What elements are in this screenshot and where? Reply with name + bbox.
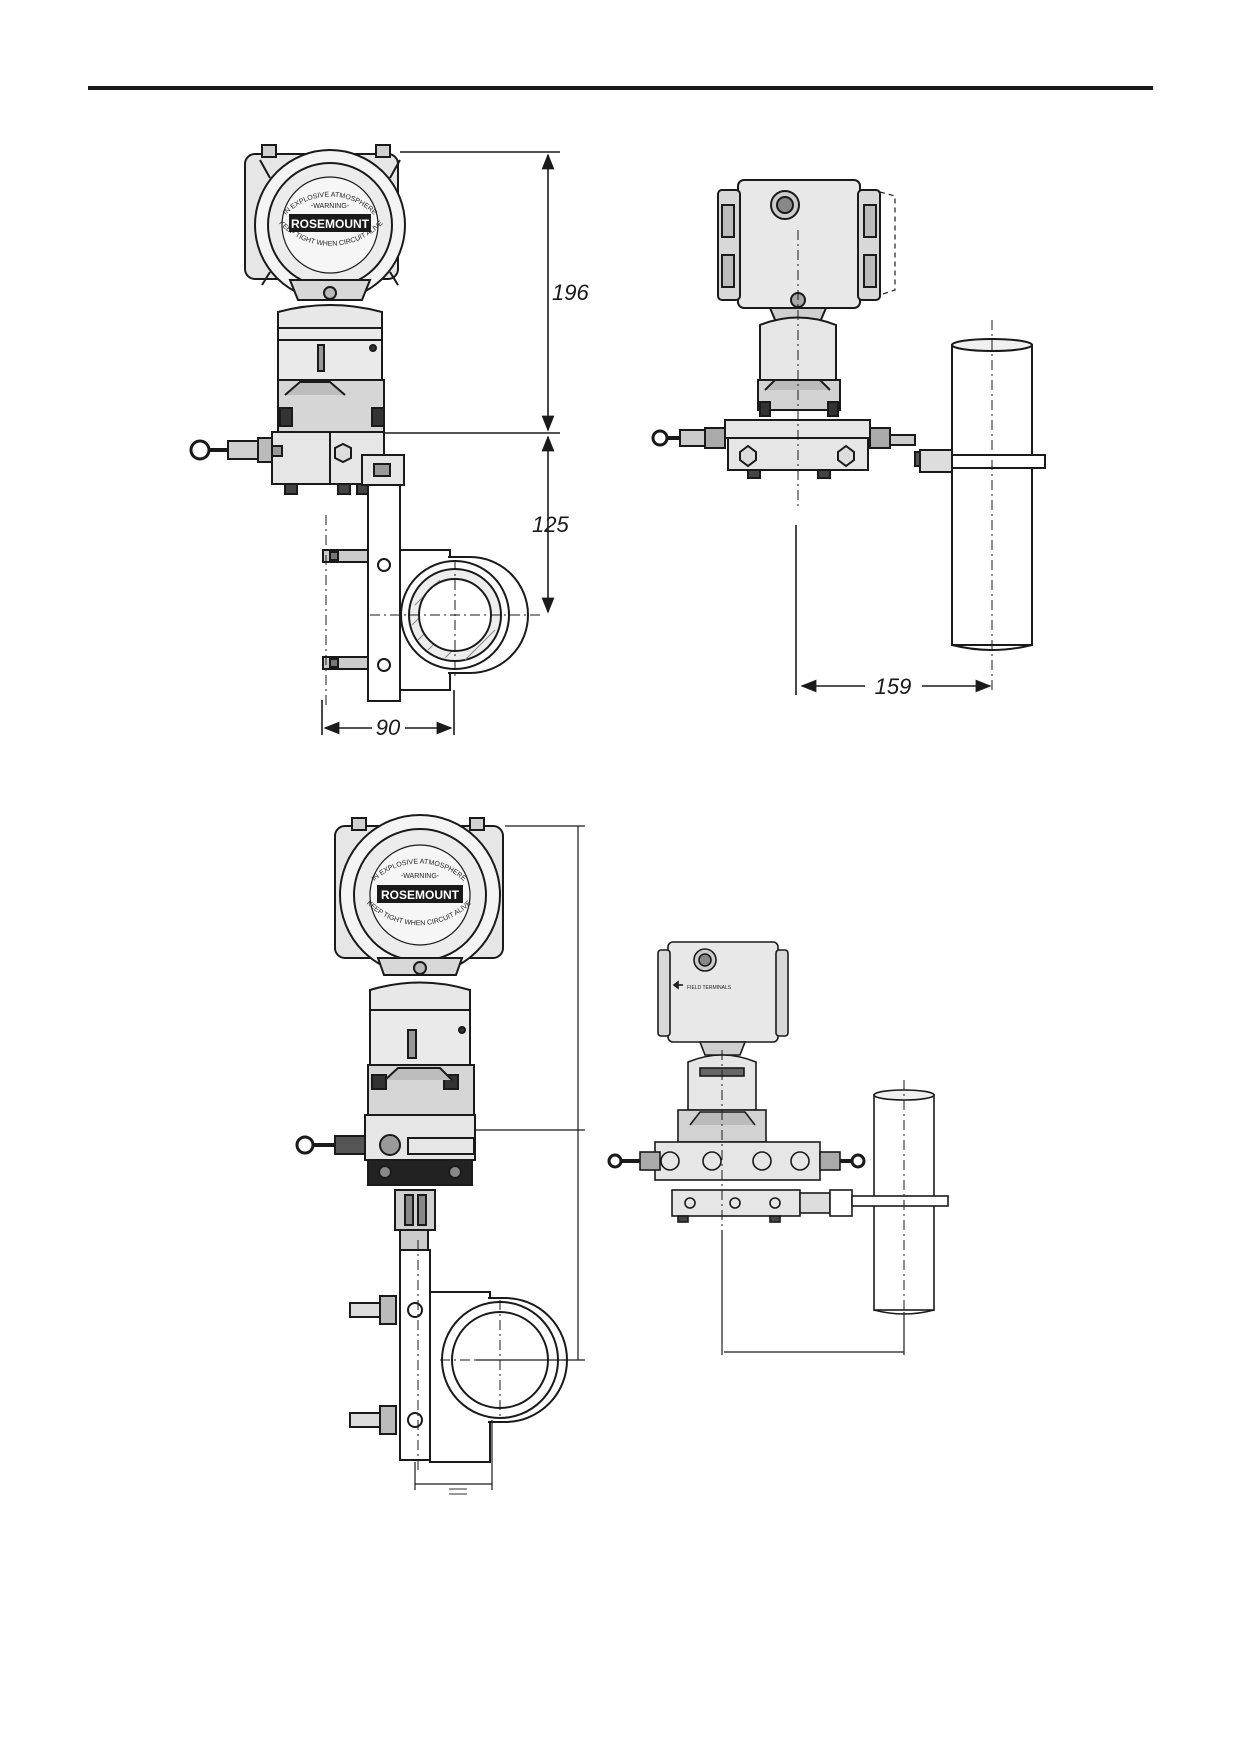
dimension-lines — [321, 151, 560, 735]
cover-brand: ROSEMOUNT — [291, 217, 370, 231]
dimension-90: 90 — [376, 715, 401, 740]
pipe-vertical — [919, 338, 1046, 651]
sensor-module-2 — [367, 981, 475, 1116]
transmitter-housing-front-2 — [657, 941, 789, 1043]
cover-warning-word: -WARNING- — [311, 203, 350, 210]
figure-bottom-left: IN EXPLOSIVE ATMOSPHERE -WARNING- ROSEMO… — [295, 814, 585, 1499]
figure-bottom-right: FIELD TERMINALS — [607, 941, 949, 1355]
drain-valve — [189, 437, 283, 463]
figure-top-left: IN EXPLOSIVE ATMOSPHERE -WARNING- ROSEMO… — [189, 144, 589, 740]
transmitter-housing-front — [717, 179, 896, 309]
flange-2 — [295, 1114, 476, 1186]
cover-brand-2: ROSEMOUNT — [381, 888, 460, 902]
brand-plate-2 — [377, 885, 463, 903]
dimension-196: 196 — [552, 280, 589, 305]
pipe-vertical-2 — [851, 1089, 949, 1315]
field-terminals-label: FIELD TERMINALS — [687, 985, 732, 991]
dimension-lines-2 — [414, 825, 585, 1490]
dimension-159: 159 — [875, 674, 912, 699]
cover-warning-word-2: -WARNING- — [401, 873, 440, 880]
dimension-125: 125 — [532, 512, 569, 537]
manifold-front — [651, 419, 936, 479]
brand-plate — [289, 214, 371, 232]
header-rule — [88, 86, 1153, 90]
dimension-lines-front — [795, 525, 992, 695]
sensor-module — [277, 304, 385, 433]
transmitter-housing — [244, 144, 406, 301]
manifold-front-2 — [607, 1141, 866, 1223]
dimension-lines-front-2 — [721, 1230, 905, 1355]
sensor-module-front — [757, 316, 841, 417]
figure-top-right: 159 — [651, 179, 1046, 699]
